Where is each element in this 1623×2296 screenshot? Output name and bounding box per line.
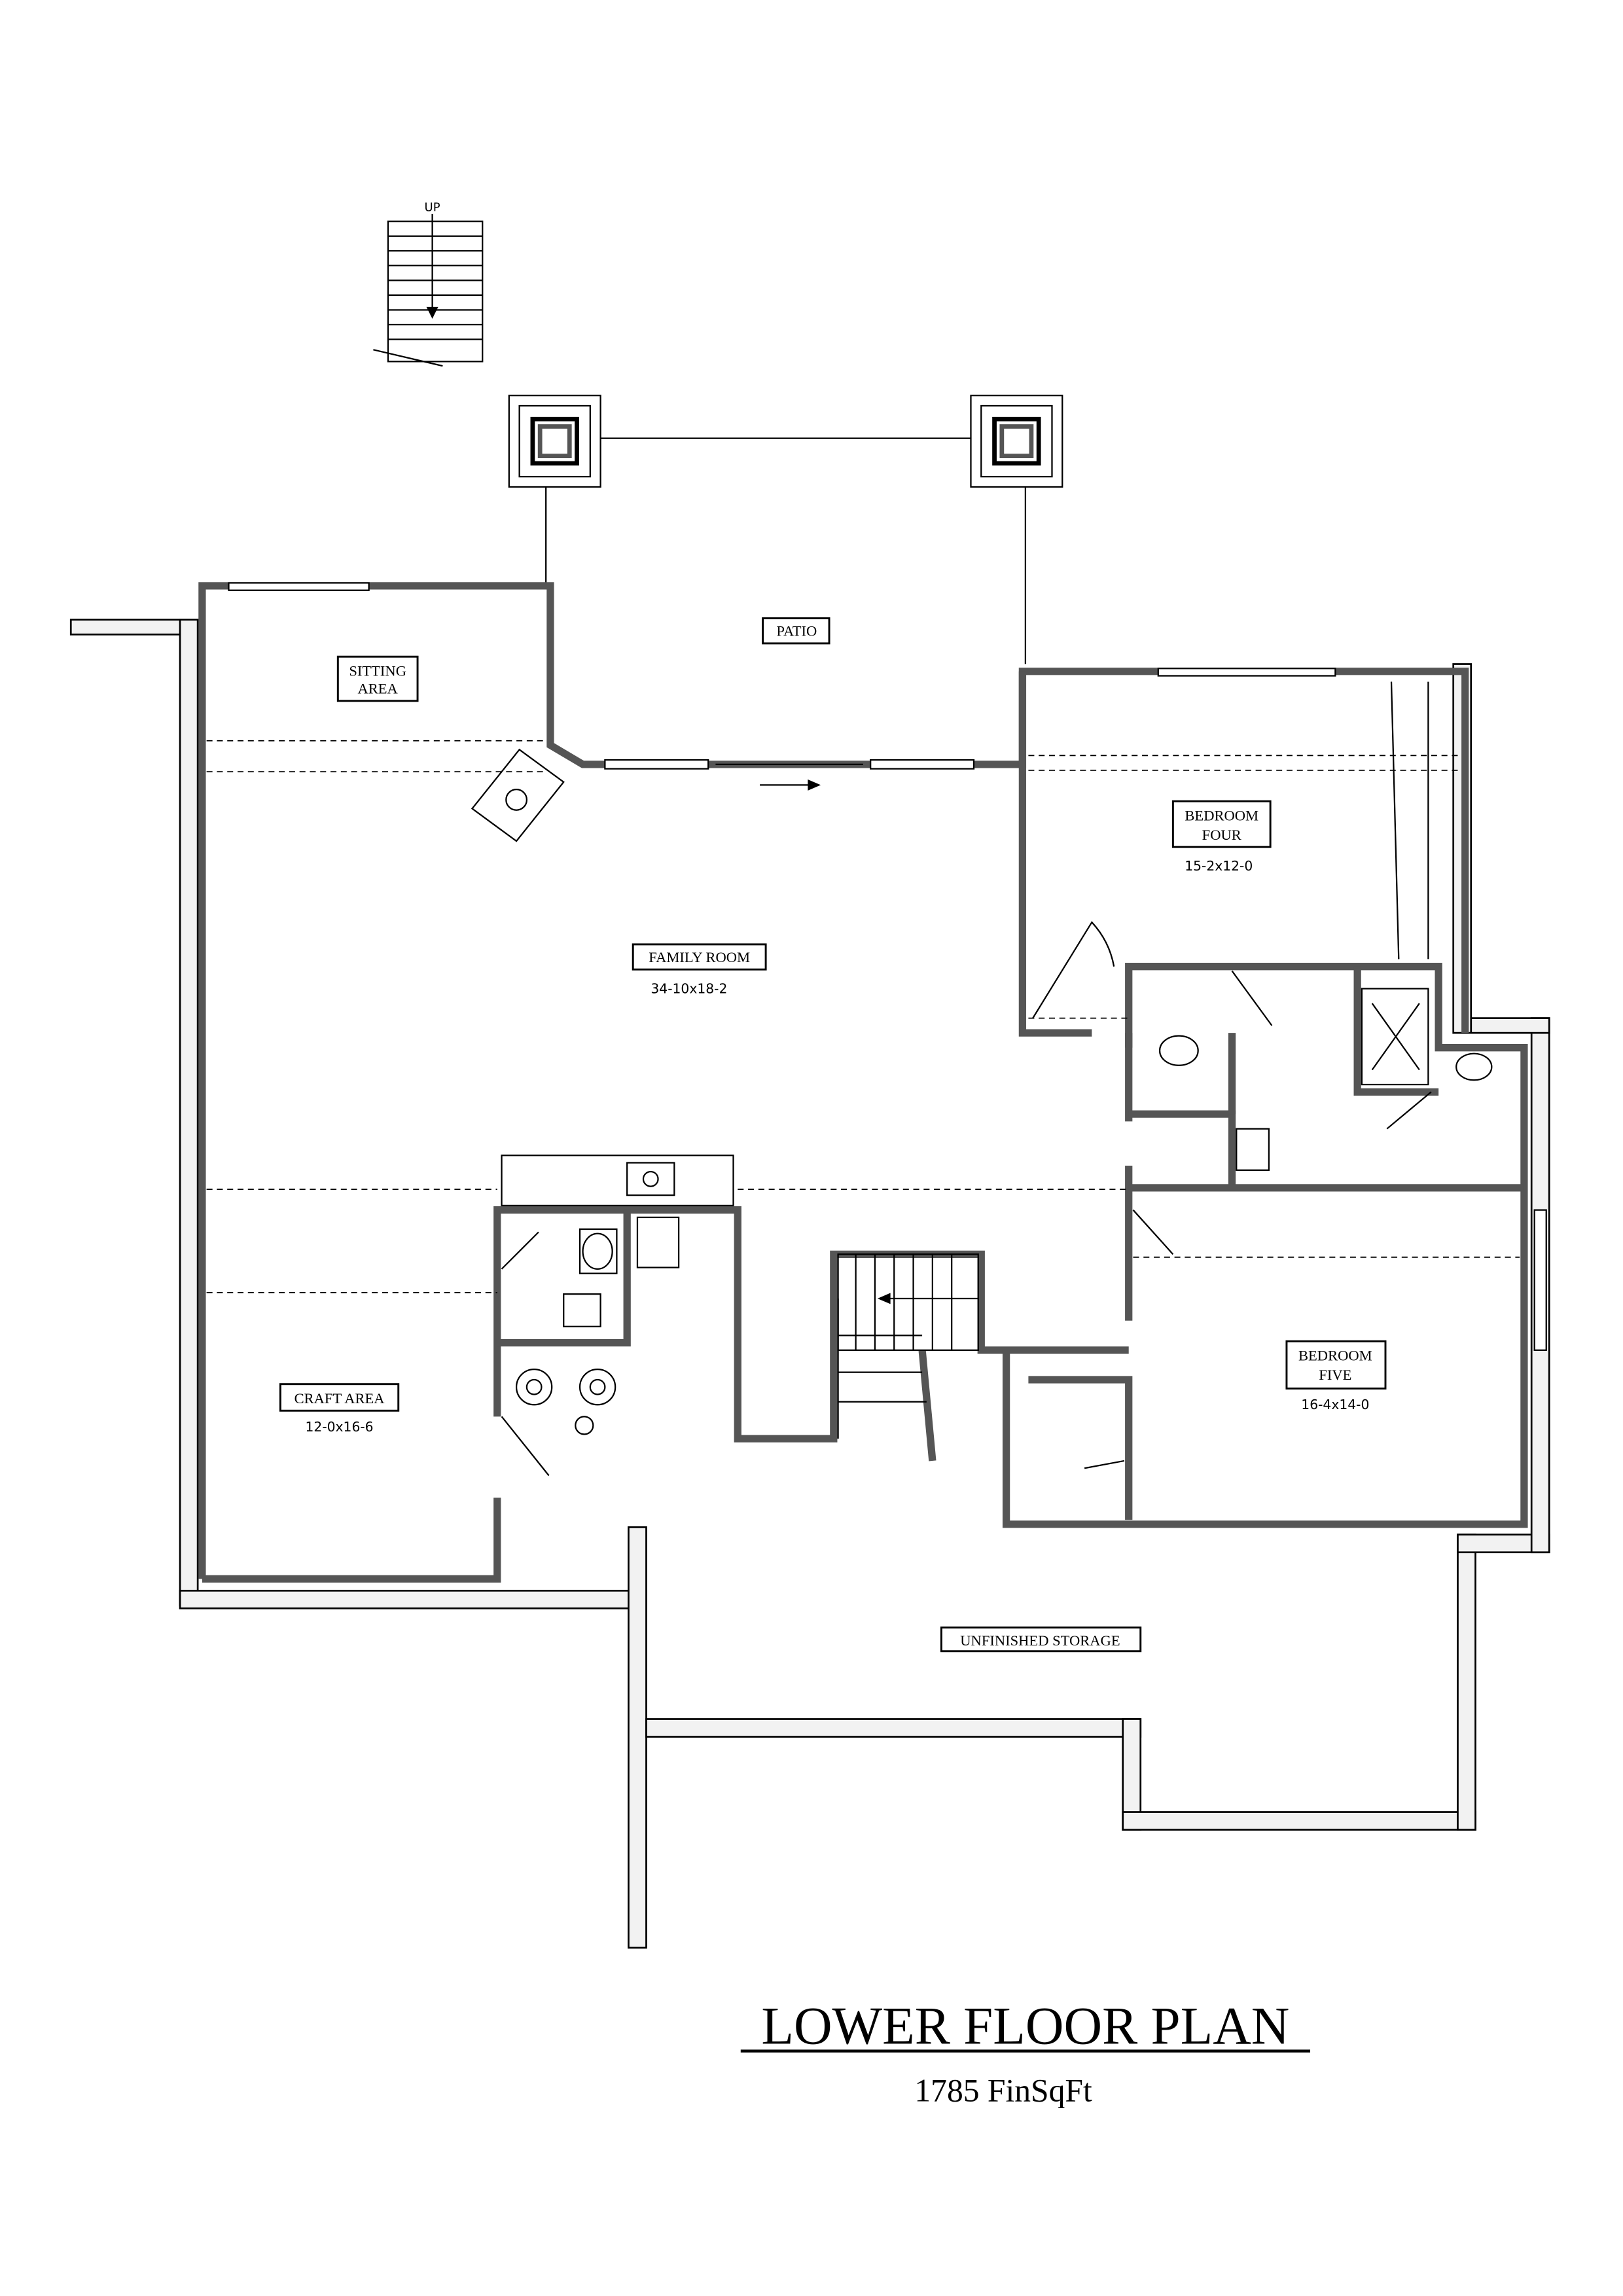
label-sitting-area: SITTING AREA xyxy=(336,655,419,702)
foundation-walls xyxy=(69,619,1550,1949)
svg-text:FAMILY ROOM: FAMILY ROOM xyxy=(649,949,750,965)
svg-text:12-0x16-6: 12-0x16-6 xyxy=(306,1419,374,1435)
plan-title: LOWER FLOOR PLAN xyxy=(761,1996,1289,2055)
patio-beams xyxy=(545,437,1027,664)
label-craft-area: CRAFT AREA 12-0x16-6 xyxy=(279,1383,400,1435)
interior-stair xyxy=(837,1253,979,1439)
label-family-room: FAMILY ROOM 34-10x18-2 xyxy=(632,943,767,996)
stair-up-label: UP xyxy=(425,200,440,214)
svg-text:SITTING: SITTING xyxy=(349,663,406,679)
label-bedroom-four: BEDROOM FOUR 15-2x12-0 xyxy=(1171,800,1272,874)
svg-text:BEDROOM: BEDROOM xyxy=(1185,808,1258,824)
svg-text:FIVE: FIVE xyxy=(1319,1367,1351,1383)
plumbing-fixtures xyxy=(501,988,1493,1435)
windows xyxy=(228,582,1547,1351)
svg-text:AREA: AREA xyxy=(358,681,399,697)
svg-text:PATIO: PATIO xyxy=(777,623,817,639)
patio-column-left xyxy=(508,395,601,488)
svg-text:UNFINISHED STORAGE: UNFINISHED STORAGE xyxy=(960,1632,1120,1649)
svg-text:FOUR: FOUR xyxy=(1202,827,1241,843)
plan-square-footage: 1785 FinSqFt xyxy=(914,2072,1092,2108)
fireplace xyxy=(471,748,565,842)
label-bedroom-five: BEDROOM FIVE 16-4x14-0 xyxy=(1285,1340,1387,1412)
svg-text:34-10x18-2: 34-10x18-2 xyxy=(651,980,727,996)
doors xyxy=(501,681,1432,1477)
label-patio: PATIO xyxy=(762,617,830,645)
svg-text:15-2x12-0: 15-2x12-0 xyxy=(1185,858,1253,874)
svg-text:BEDROOM: BEDROOM xyxy=(1298,1348,1372,1364)
svg-text:CRAFT AREA: CRAFT AREA xyxy=(294,1390,385,1407)
beam-lines xyxy=(206,740,1520,1293)
exterior-stair: UP xyxy=(373,200,484,367)
svg-text:16-4x14-0: 16-4x14-0 xyxy=(1301,1397,1369,1412)
label-unfinished-storage: UNFINISHED STORAGE xyxy=(940,1626,1142,1653)
patio-column-right xyxy=(970,395,1063,488)
interior-walls xyxy=(198,582,1528,1583)
